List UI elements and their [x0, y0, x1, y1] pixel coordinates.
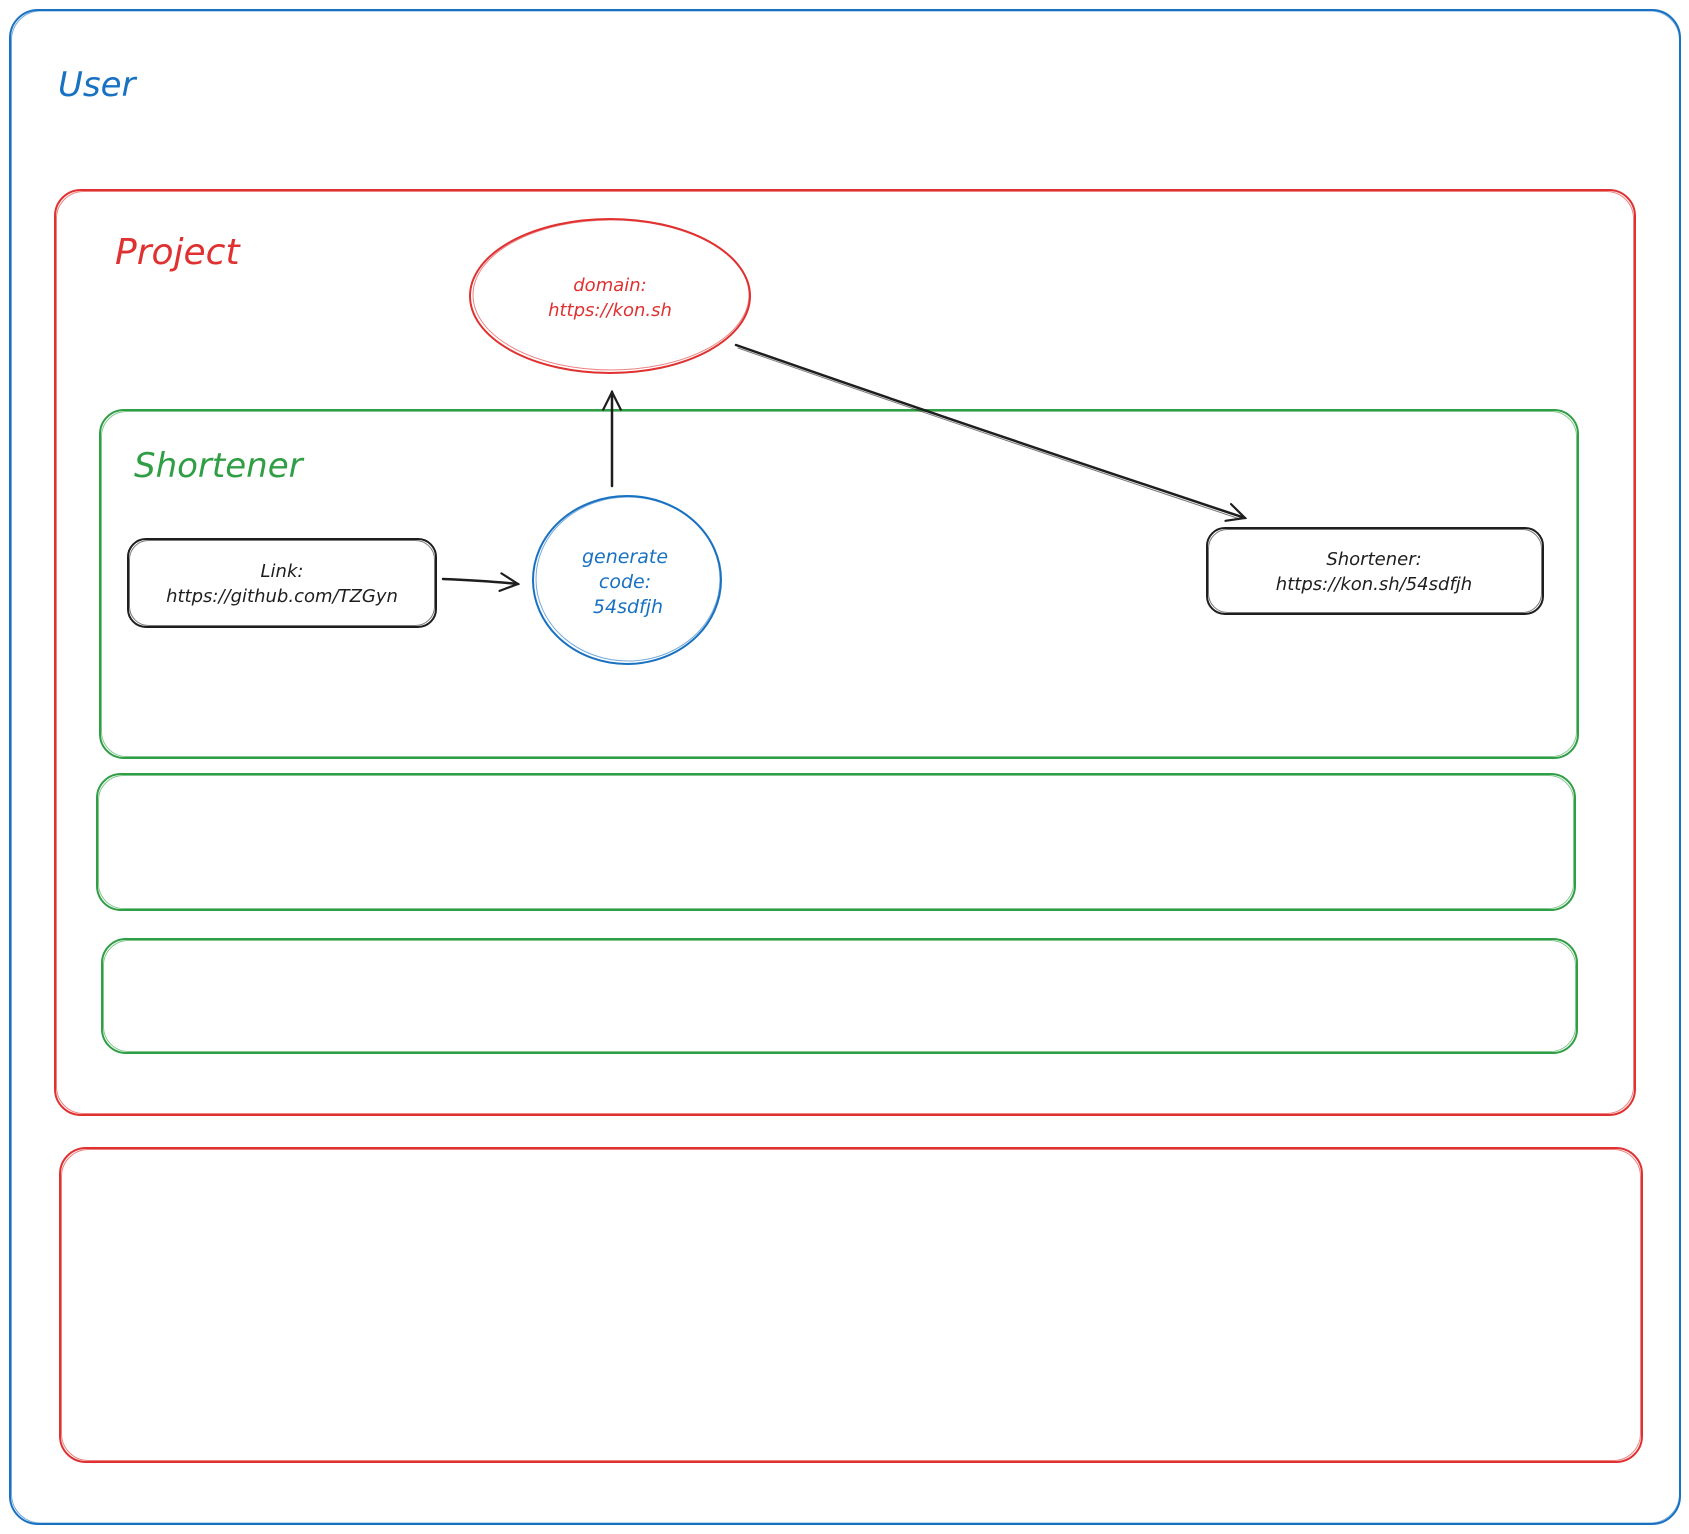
- result-title: Shortener:: [1326, 549, 1421, 570]
- domain-value: https://kon.sh: [548, 300, 672, 321]
- generate-line1: generate: [582, 546, 668, 568]
- arrow-domain-to-result: [734, 343, 1245, 519]
- link-value: https://github.com/TZGyn: [166, 586, 398, 607]
- generate-line2: code:: [599, 571, 651, 593]
- user-label: User: [58, 65, 138, 105]
- domain-title: domain:: [573, 275, 646, 296]
- project-container: Project: [54, 189, 1636, 1116]
- empty-green-container-1: [96, 773, 1576, 911]
- domain-node: domain: https://kon.sh: [469, 218, 751, 374]
- user-container: User: [9, 9, 1681, 1525]
- result-node: Shortener: https://kon.sh/54sdfjh: [1206, 527, 1544, 615]
- project-label: Project: [115, 232, 241, 273]
- generate-line3: 54sdfjh: [593, 596, 663, 618]
- generate-code-node: generate code: 54sdfjh: [532, 495, 722, 665]
- link-node: Link: https://github.com/TZGyn: [127, 538, 437, 628]
- empty-project-container: [59, 1147, 1643, 1463]
- shortener-label: Shortener: [134, 446, 305, 486]
- empty-green-container-2: [101, 938, 1578, 1054]
- arrow-link-to-generate: [441, 579, 518, 584]
- link-title: Link:: [261, 561, 304, 582]
- result-value: https://kon.sh/54sdfjh: [1276, 574, 1472, 595]
- shortener-container: Shortener: [99, 409, 1579, 759]
